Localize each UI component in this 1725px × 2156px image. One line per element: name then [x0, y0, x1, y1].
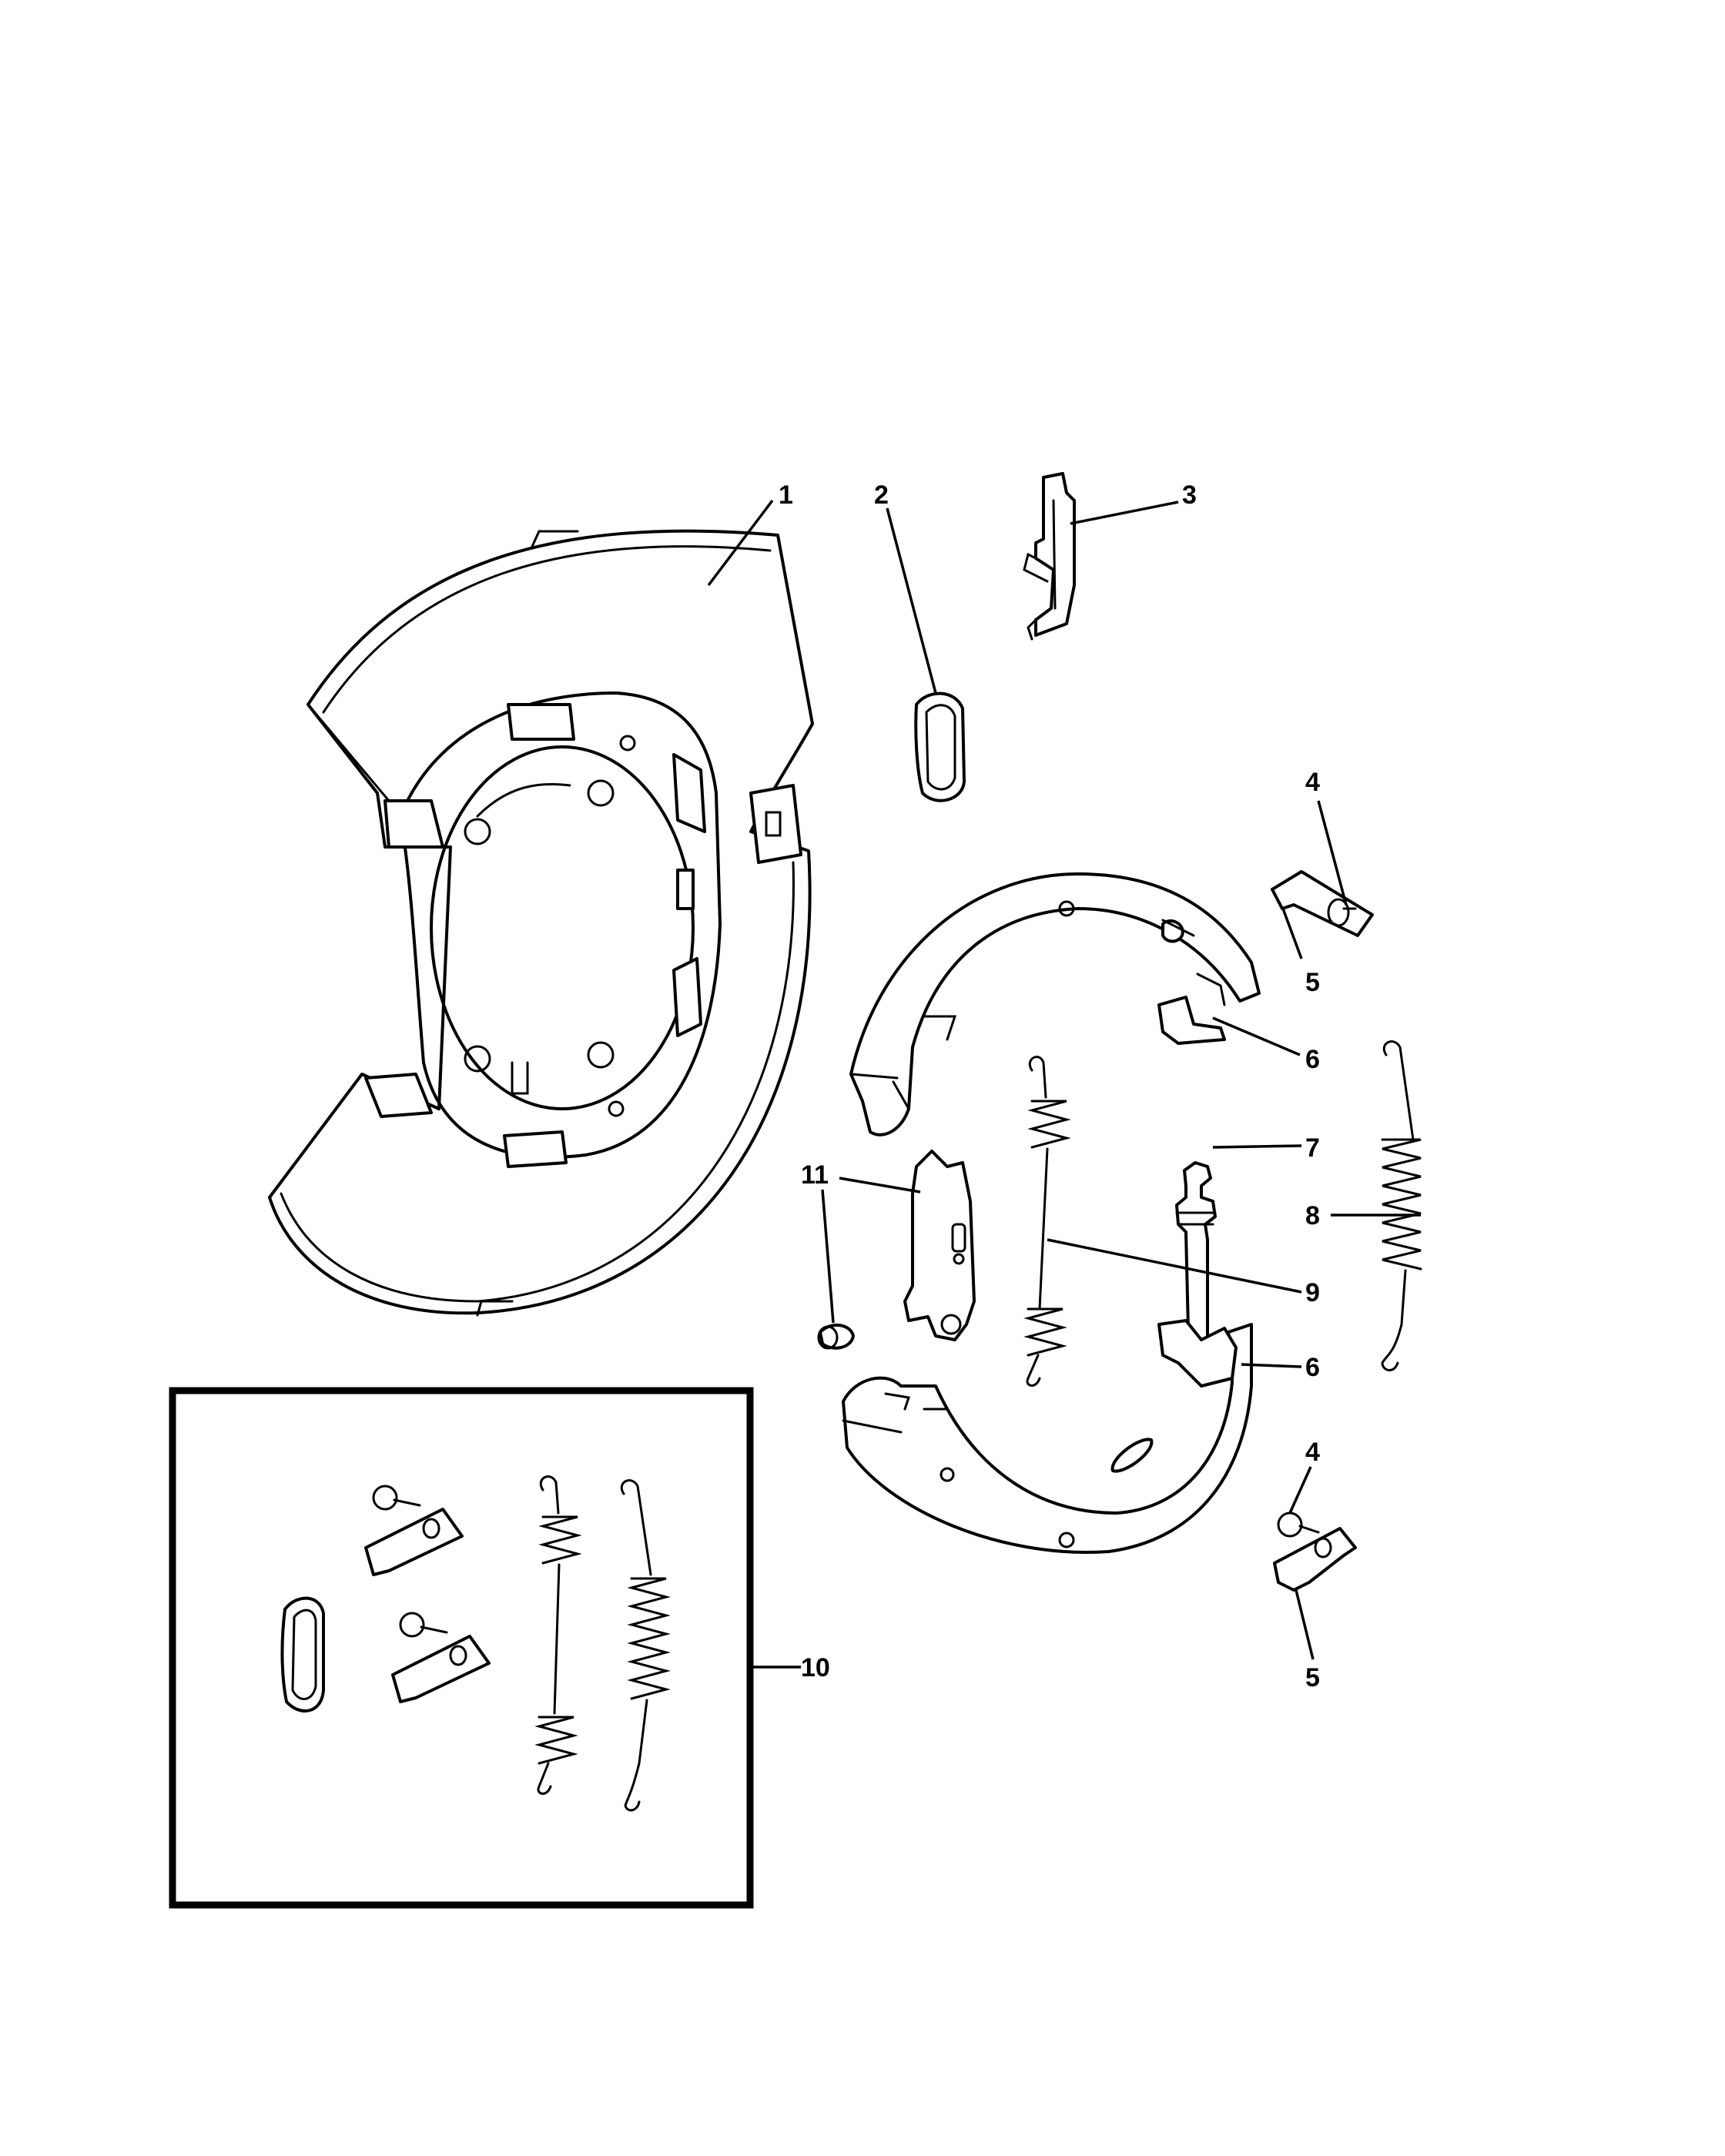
pin — [817, 1324, 855, 1350]
spring-long — [1381, 1040, 1422, 1371]
callout-7: 7 — [1305, 1133, 1320, 1163]
callout-6-upper: 6 — [1305, 1045, 1320, 1074]
callout-4-upper: 4 — [1305, 768, 1320, 797]
callout-10: 10 — [801, 1653, 830, 1682]
callout-4-lower: 4 — [1305, 1438, 1320, 1467]
callout-2: 2 — [874, 480, 889, 510]
callout-8: 8 — [1305, 1201, 1320, 1230]
spring-center — [1023, 1056, 1071, 1387]
callout-11: 11 — [801, 1160, 829, 1190]
kit-contents — [280, 1475, 671, 1812]
parking-brake-lever — [1023, 472, 1076, 641]
adjuster-screw — [1175, 1161, 1217, 1372]
leader-lines — [707, 499, 1421, 1669]
actuator-lever — [903, 1150, 976, 1341]
hold-down-clip-lower — [1273, 1512, 1357, 1592]
backing-plate — [268, 529, 814, 1317]
access-plug — [914, 691, 966, 802]
callout-5-upper: 5 — [1305, 968, 1320, 997]
kit-box — [169, 1387, 754, 1909]
callout-5-lower: 5 — [1305, 1663, 1320, 1692]
hold-down-clip-upper — [1271, 870, 1374, 937]
brake-shoe-upper — [849, 872, 1261, 1137]
callout-1: 1 — [779, 480, 793, 510]
callout-9: 9 — [1305, 1278, 1320, 1307]
callout-6-lower: 6 — [1305, 1353, 1320, 1382]
callout-3: 3 — [1182, 480, 1197, 510]
brake-shoe-lower — [842, 1319, 1253, 1554]
callout-labels: 1 2 3 4 5 6 7 8 9 6 11 10 4 5 — [779, 480, 1320, 1692]
